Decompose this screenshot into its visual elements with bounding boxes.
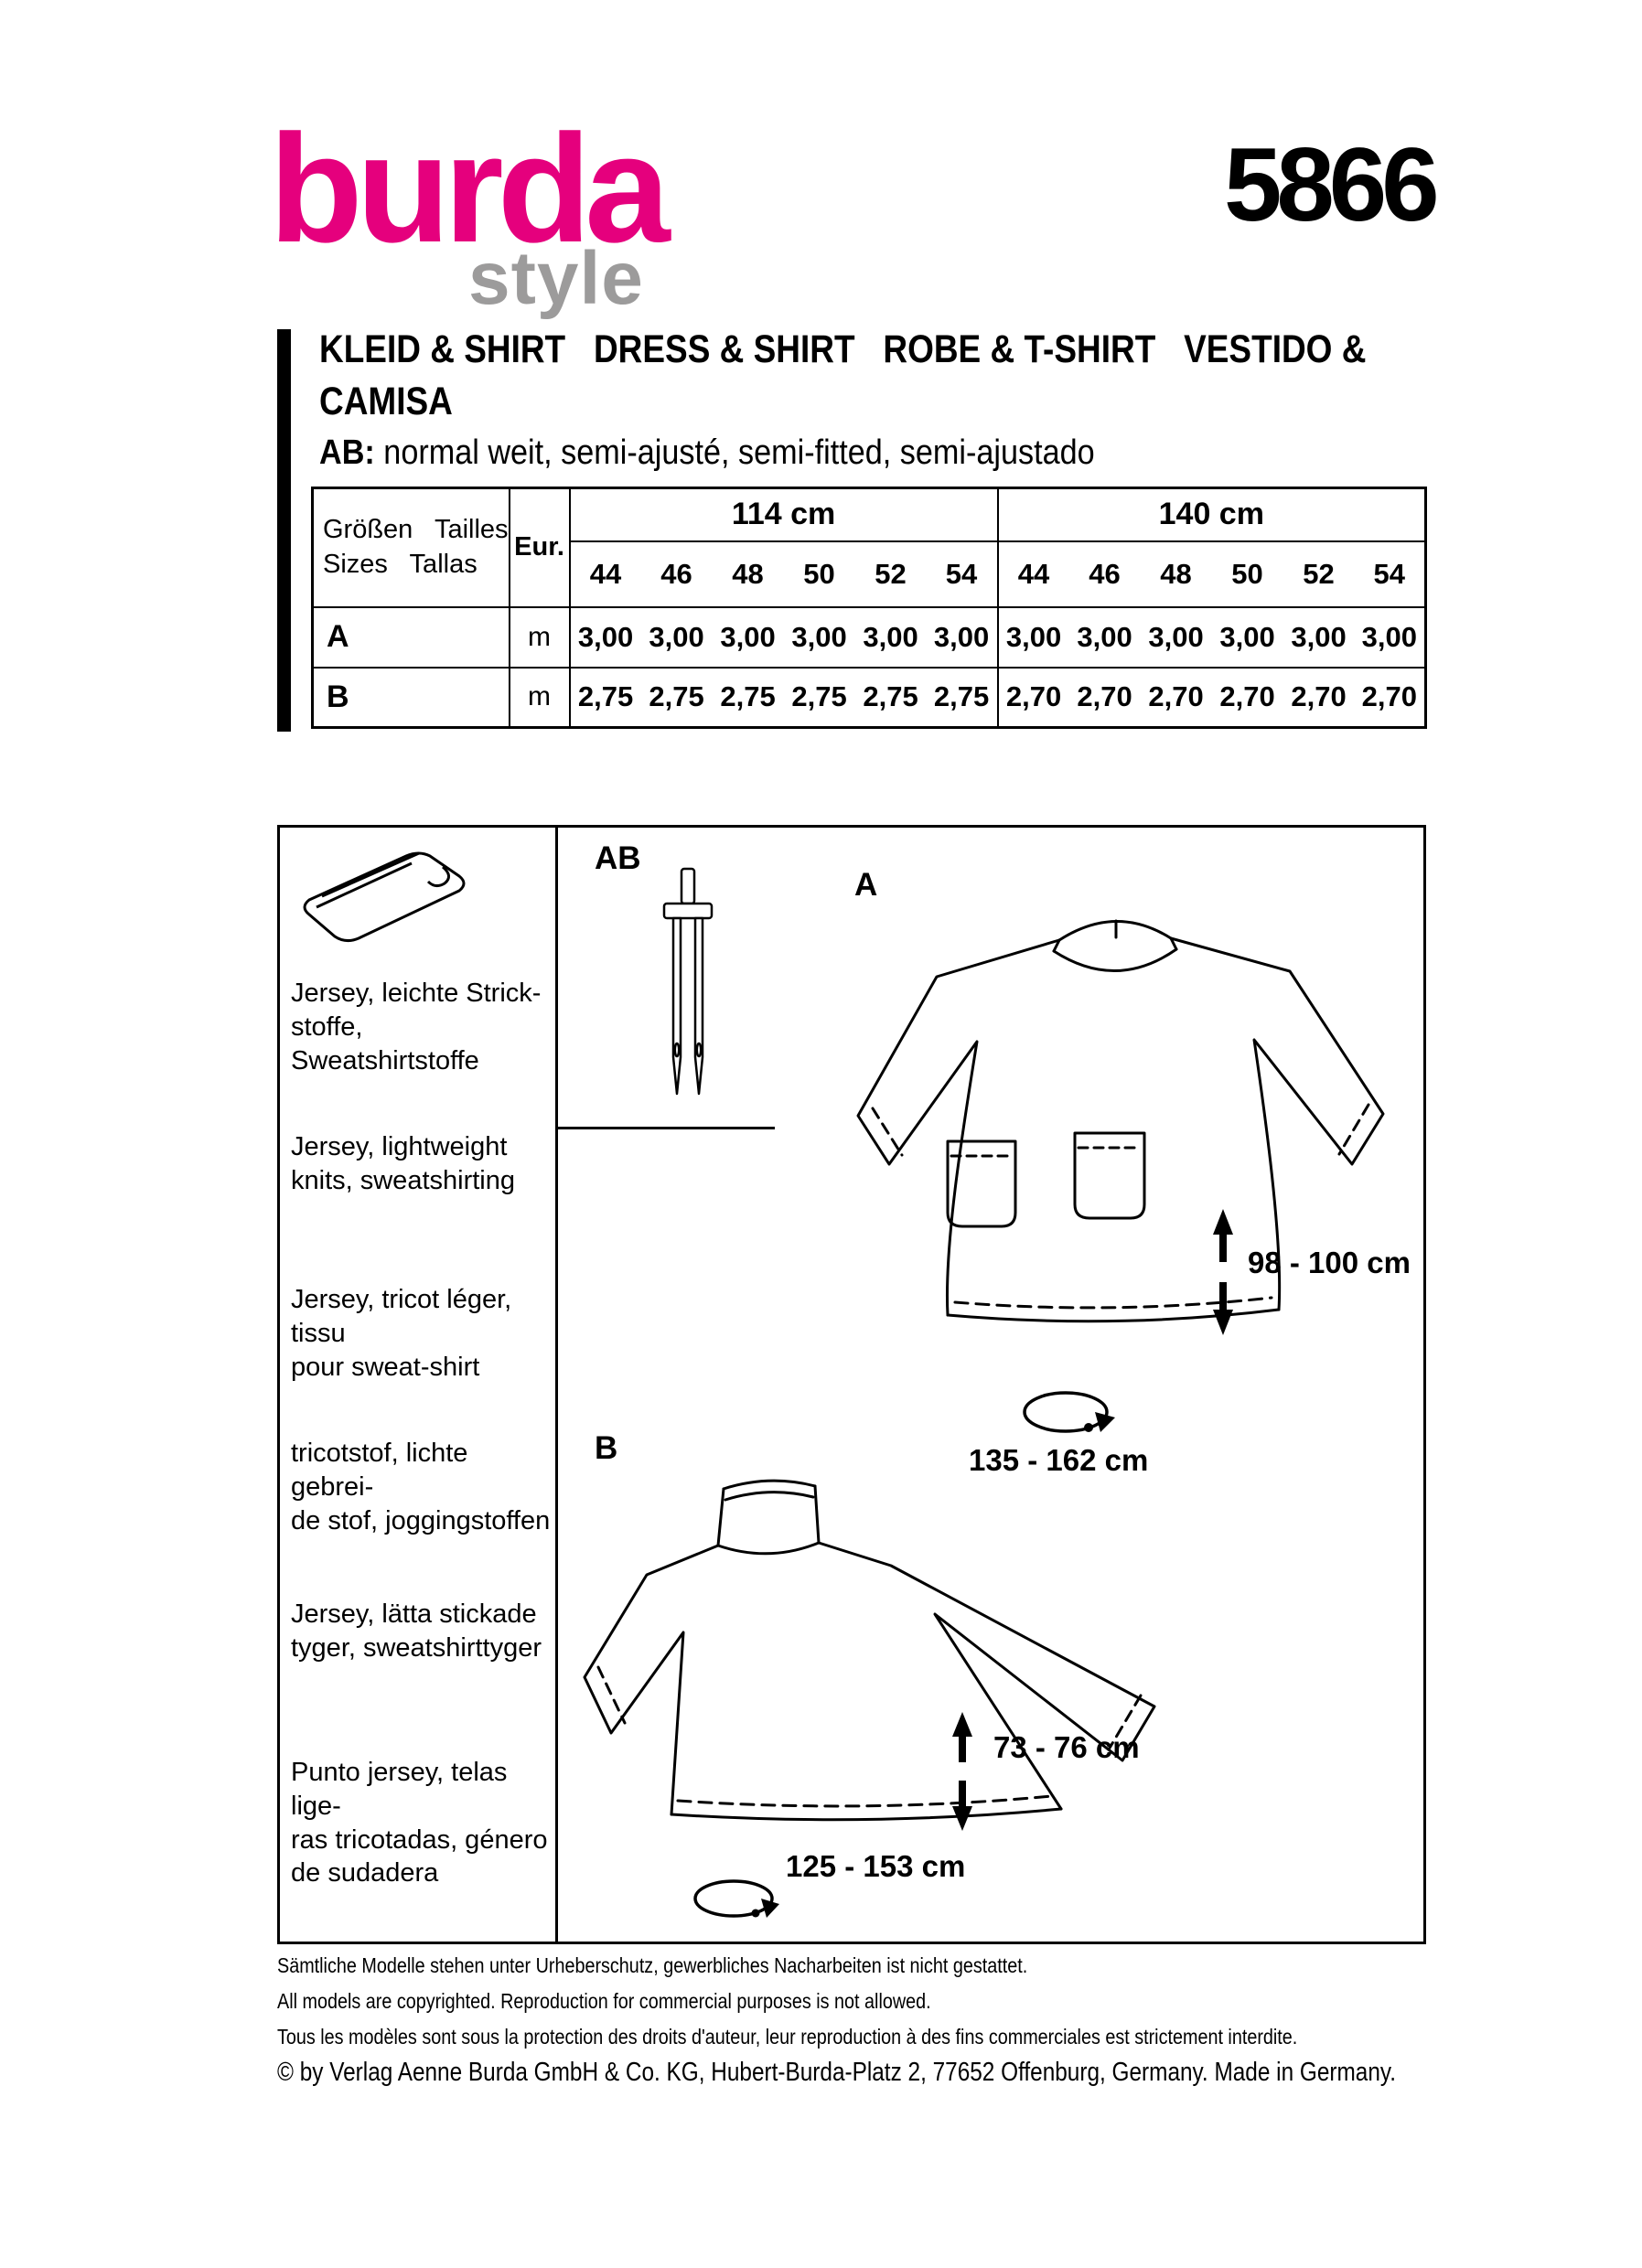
yardage-cell: 3,00 <box>1354 606 1426 669</box>
yardage-cell: 3,00 <box>926 606 999 669</box>
vertical-double-arrow-icon <box>952 1712 972 1831</box>
view-b-girth-measurement: 125 - 153 cm <box>786 1849 966 1883</box>
copyright-line-french: Tous les modèles sont sous la protection… <box>277 2025 1298 2049</box>
width-140-header: 140 cm <box>997 487 1426 542</box>
table-row-view-b: B m 2,75 2,75 2,75 2,75 2,75 2,75 2,70 2… <box>312 667 1426 728</box>
publisher-copyright-line: © by Verlag Aenne Burda GmbH & Co. KG, H… <box>277 2058 1397 2087</box>
yardage-cell: 2,75 <box>720 680 776 713</box>
yardage-cell: 3,00 <box>997 606 1069 669</box>
yardage-cell: 2,75 <box>649 680 704 713</box>
copyright-line-english: All models are copyrighted. Reproduction… <box>277 1989 931 2013</box>
size-cell: 50 <box>783 540 855 608</box>
size-cell: 52 <box>854 540 927 608</box>
fit-label: AB: <box>319 433 375 472</box>
yardage-cell: 3,00 <box>783 606 855 669</box>
table-row-view-a: A m 3,00 3,00 3,00 3,00 3,00 3,00 3,00 3… <box>312 606 1426 669</box>
title-accent-bar <box>277 329 291 732</box>
pattern-number: 5866 <box>1224 127 1440 243</box>
circumference-ellipse-icon <box>1023 1391 1115 1433</box>
width-114-header: 114 cm <box>569 487 999 542</box>
yardage-cell: 3,00 <box>569 606 641 669</box>
yardage-cell: 2,70 <box>1077 680 1132 713</box>
view-b-label-cell: B <box>312 667 510 728</box>
yardage-cell: 3,00 <box>1211 606 1283 669</box>
yardage-cell: 2,70 <box>1291 680 1347 713</box>
yardage-cell: 2,70 <box>1148 680 1204 713</box>
yardage-cell: 2,70 <box>1219 680 1275 713</box>
yardage-cell: 3,00 <box>854 606 927 669</box>
diagram-box <box>277 825 1426 1944</box>
view-a-girth-measurement: 135 - 162 cm <box>969 1443 1149 1477</box>
material-text-dutch: tricotstof, lichte gebrei- de stof, jogg… <box>291 1439 551 1535</box>
size-cell: 54 <box>1354 540 1426 608</box>
view-a-label: A <box>854 867 878 903</box>
dress-a-drawing <box>856 919 1385 1323</box>
material-text-english: Jersey, lightweight knits, sweatshirting <box>291 1132 515 1195</box>
material-text-german: Jersey, leichte Strick- stoffe, Sweatshi… <box>291 979 542 1075</box>
yardage-cell: 2,70 <box>1361 680 1417 713</box>
material-text-spanish: Punto jersey, telas lige- ras tricotadas… <box>291 1758 548 1888</box>
size-cell: 44 <box>997 540 1069 608</box>
material-text-french: Jersey, tricot léger, tissu pour sweat-s… <box>291 1285 512 1382</box>
circumference-ellipse-icon <box>693 1879 779 1918</box>
view-a-length-measurement: 98 - 100 cm <box>1248 1246 1411 1279</box>
view-b-length-measurement: 73 - 76 cm <box>993 1730 1140 1764</box>
material-text-swedish: Jersey, lätta stickade tyger, sweatshirt… <box>291 1599 542 1663</box>
vertical-double-arrow-icon <box>1213 1209 1233 1335</box>
fabric-bolt-icon <box>303 851 466 943</box>
yardage-cell: 2,75 <box>863 680 918 713</box>
size-cell: 46 <box>640 540 713 608</box>
notions-cell-underline <box>558 1127 775 1129</box>
pattern-title: KLEID & SHIRT DRESS & SHIRT ROBE & T-SHI… <box>319 327 1367 423</box>
view-b-label: B <box>595 1430 618 1466</box>
yardage-cell: 3,00 <box>1282 606 1355 669</box>
sizes-header-cell: Größen Tailles Sizes Tallas <box>312 487 510 608</box>
yardage-cell: 3,00 <box>712 606 784 669</box>
yardage-cell: 2,70 <box>1005 680 1062 713</box>
unit-cell: m <box>509 667 571 728</box>
yardage-cell: 3,00 <box>1140 606 1212 669</box>
table-row-sizes: 44 46 48 50 52 54 44 46 48 50 52 54 <box>313 540 1426 608</box>
unit-cell: m <box>509 606 571 669</box>
yardage-cell: 2,75 <box>926 667 999 728</box>
size-cell: 50 <box>1211 540 1283 608</box>
view-a-label-cell: A <box>312 606 510 669</box>
fabric-requirements-table: Größen Tailles Sizes Tallas Eur. 114 cm … <box>311 487 1428 729</box>
burda-logo: burda <box>269 102 671 274</box>
notions-label: AB <box>595 840 641 876</box>
yardage-cell: 2,75 <box>577 680 634 713</box>
size-cell: 44 <box>569 540 641 608</box>
yardage-cell: 3,00 <box>1068 606 1141 669</box>
yardage-cell: 3,00 <box>640 606 713 669</box>
size-cell: 54 <box>926 540 999 608</box>
shirt-b-drawing <box>583 1479 1156 1822</box>
twin-needle-icon <box>662 867 714 1096</box>
box-divider-line <box>555 825 558 1944</box>
yardage-cell: 2,75 <box>791 680 847 713</box>
size-cell: 48 <box>1140 540 1212 608</box>
size-cell: 52 <box>1282 540 1355 608</box>
size-cell: 48 <box>712 540 784 608</box>
fit-description: AB: normal weit, semi-ajusté, semi-fitte… <box>319 433 1095 473</box>
eur-header-cell: Eur. <box>509 487 571 608</box>
fit-text: normal weit, semi-ajusté, semi-fitted, s… <box>374 433 1095 472</box>
size-cell: 46 <box>1068 540 1141 608</box>
burda-style-logo-sub: style <box>468 237 644 320</box>
copyright-line-german: Sämtliche Modelle stehen unter Urhebersc… <box>277 1953 1028 1977</box>
table-row-widths: Größen Tailles Sizes Tallas Eur. 114 cm … <box>312 487 1426 608</box>
